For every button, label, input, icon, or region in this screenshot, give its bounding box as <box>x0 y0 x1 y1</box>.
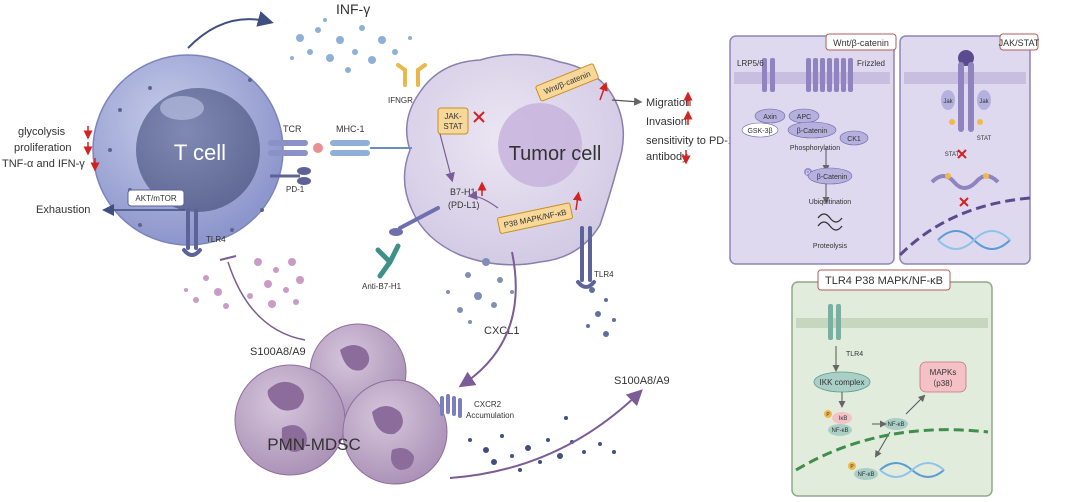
ifngr-label: IFNGR <box>388 96 413 105</box>
b7h1-label-2: (PD-L1) <box>448 200 480 210</box>
tlr4-panel-label: TLR4 <box>846 351 863 358</box>
pmn-mdsc-cells <box>234 323 448 485</box>
invasion-label: Invasion <box>646 116 687 128</box>
mhc1-label: MHC-1 <box>336 124 365 134</box>
glycolysis-label: glycolysis <box>18 126 66 138</box>
tlr4-tumor-receptor <box>576 226 596 289</box>
jak-to-b7h1-arrow <box>439 133 455 183</box>
wnt-panel <box>729 33 897 265</box>
ikb-label: IκB <box>839 416 848 422</box>
s100a8-inhibit-line <box>227 261 306 341</box>
ck1-label: CK1 <box>847 136 861 143</box>
ifngr-receptor <box>396 63 427 87</box>
s100a8-dots-right <box>586 287 616 337</box>
akt-mtor-box <box>127 189 185 207</box>
exhaustion-label: Exhaustion <box>36 204 90 216</box>
proliferation-label: proliferation <box>14 142 71 154</box>
cxcl1-label: CXCL1 <box>484 325 519 337</box>
pmn-mdsc-label: PMN-MDSC <box>267 435 361 454</box>
tcr-label: TCR <box>283 124 302 134</box>
anti-b7h1-label: Anti-B7-H1 <box>362 282 402 291</box>
tlr4-panel <box>791 269 993 497</box>
ikk-complex-label: IKK complex <box>820 378 865 387</box>
ubiquitination-label: Ubiquitination <box>809 199 852 206</box>
tlr4-tumor-label: TLR4 <box>594 270 614 279</box>
tlr4-tcell-receptor <box>182 208 202 257</box>
axin-label: Axin <box>763 114 777 121</box>
inhibit-bar <box>219 255 237 261</box>
b7h1-ligand <box>389 206 440 236</box>
lrp-label: LRP5/6 <box>737 59 764 68</box>
cxcr2-label: CXCR2 <box>474 400 502 409</box>
jak-stat-label-1: JAK- <box>444 112 462 121</box>
secretion-arrow <box>187 11 274 49</box>
tumor-effect-arrows <box>681 91 693 165</box>
ifn-gamma-dots <box>290 18 412 73</box>
antibody-label: antibody <box>646 151 688 163</box>
migration-label: Migration <box>646 97 691 109</box>
jak-stat-label-2: STAT <box>443 122 462 131</box>
jak-stat-panel <box>898 33 1039 265</box>
cxcl1-dots <box>446 258 514 324</box>
apc-label: APC <box>797 114 811 121</box>
jak-stat-box <box>437 107 469 135</box>
bcatenin-label-1: β-Catenin <box>797 128 828 135</box>
bcatenin-label-2: β-Catenin <box>817 174 848 181</box>
jak-label-1: Jak <box>943 99 953 105</box>
s100a8-left-label: S100A8/A9 <box>250 346 306 358</box>
t-cell-label: T cell <box>174 140 226 165</box>
p-label-tlr-2: P <box>850 464 854 470</box>
s100a8-dots-left <box>184 258 304 309</box>
cxcr2-receptor <box>440 394 462 418</box>
pd1-label: PD-1 <box>286 185 305 194</box>
tcell-down-arrows <box>83 126 100 172</box>
phosphorylation-label: Phosphorylation <box>790 145 840 152</box>
p-label-tlr-1: P <box>826 412 830 418</box>
anti-b7h1-antibody-icon <box>375 243 401 279</box>
tnf-ifn-label: TNF-α and IFN-γ <box>2 158 85 170</box>
wnt-panel-title: Wnt/β-catenin <box>833 38 889 48</box>
tumor-nucleus <box>498 103 582 187</box>
bottom-dot-trail <box>468 416 616 472</box>
nfkb-label-2: NF-κB <box>888 422 905 428</box>
p38-up-arrow <box>572 191 582 211</box>
stat-label-1: STAT <box>977 136 992 142</box>
b7h1-label-1: B7-H1 <box>450 187 476 197</box>
tlr-panel-title: TLR4 P38 MAPK/NF-κB <box>825 275 943 287</box>
nfkb-label-1: NF-κB <box>832 428 849 434</box>
pd1-receptor <box>270 167 311 185</box>
tumor-effect-arrow <box>611 97 643 106</box>
jak-panel-title: JAK/STAT <box>999 38 1040 48</box>
proteolysis-label: Proteolysis <box>813 243 848 250</box>
akt-mtor-label: AKT/mTOR <box>135 194 176 203</box>
p38-to-b7h1-arrow <box>467 190 499 209</box>
tlr4-tcell-label: TLR4 <box>206 235 226 244</box>
stat-label-2: STAT <box>945 152 960 158</box>
pd1-sensitivity-label: sensitivity to PD-1 <box>646 135 734 147</box>
wnt-up-arrow <box>599 81 608 101</box>
s100a8-release-arrow <box>449 389 643 479</box>
accumulation-label: Accumulation <box>466 411 514 420</box>
frizzled-label: Frizzled <box>857 59 885 68</box>
nfkb-label-3: NF-κB <box>858 472 875 478</box>
tumor-cell-label: Tumor cell <box>509 143 602 165</box>
gsk-label: GSK-3β <box>747 128 772 135</box>
p-label-wnt: P <box>806 171 810 177</box>
cxcl1-arrow <box>458 251 517 388</box>
jak-label-2: Jak <box>979 99 989 105</box>
mapks-label-1: MAPKs <box>930 368 957 377</box>
mapks-label-2: （p38） <box>928 379 957 388</box>
tcr-mhc-complex <box>268 140 412 156</box>
inf-gamma-label: INF-γ <box>336 1 370 17</box>
inhibition-x-icon <box>473 111 485 123</box>
s100a8-right-label: S100A8/A9 <box>614 375 670 387</box>
